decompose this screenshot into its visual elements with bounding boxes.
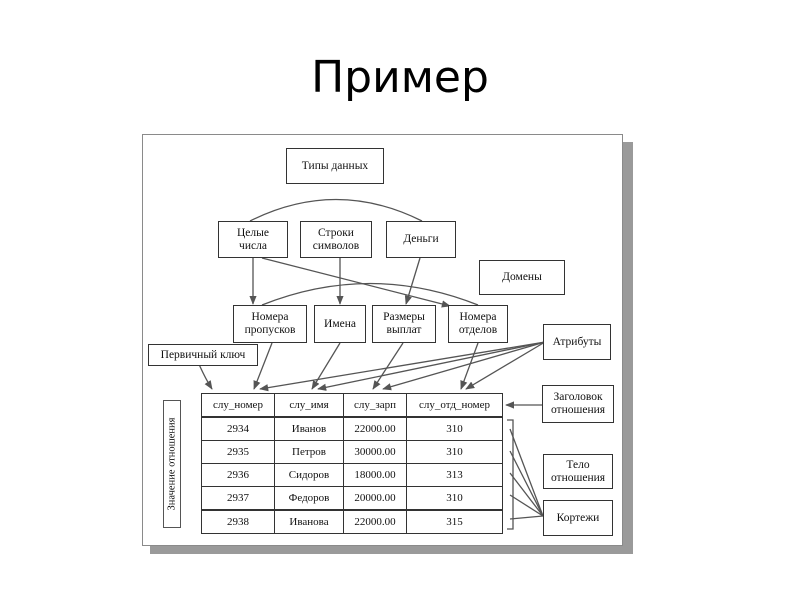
link-dept-col4 xyxy=(460,342,479,390)
relation-table: слу_номер слу_имя слу_зарп слу_отд_номер… xyxy=(201,393,503,534)
relation-value-text: Значение отношения xyxy=(166,417,178,511)
link-tuple-3 xyxy=(509,472,544,517)
node-body: Тело отношения xyxy=(543,454,613,489)
table-cell: Федоров xyxy=(274,486,344,511)
link-attr-4 xyxy=(465,341,546,390)
table-row: 2936 Сидоров 18000.00 313 xyxy=(201,463,503,487)
body-bracket xyxy=(507,419,514,530)
table-cell: 18000.00 xyxy=(343,463,407,487)
link-tuple-5 xyxy=(509,515,544,520)
table-cell: Сидоров xyxy=(274,463,344,487)
table-cell: 2934 xyxy=(201,416,275,441)
node-names: Имена xyxy=(314,305,366,343)
table-cell: 22000.00 xyxy=(343,509,407,534)
node-dept-numbers: Номера отделов xyxy=(448,305,508,343)
link-money-sal xyxy=(404,257,421,305)
node-attributes: Атрибуты xyxy=(543,324,611,360)
table-cell: 310 xyxy=(406,486,503,511)
table-cell: 310 xyxy=(406,440,503,464)
node-types: Типы данных xyxy=(286,148,384,184)
table-cell: Иванов xyxy=(274,416,344,441)
column-header: слу_имя xyxy=(274,393,344,418)
link-pk xyxy=(197,361,213,390)
link-tuple-4 xyxy=(509,494,544,517)
slide-title: Пример xyxy=(311,52,489,103)
column-header: слу_отд_номер xyxy=(406,393,503,418)
node-header: Заголовок отношения xyxy=(542,385,614,423)
table-row: 2937 Федоров 20000.00 310 xyxy=(201,486,503,511)
link-tuple-1 xyxy=(509,428,544,517)
table-row: 2938 Иванова 22000.00 315 xyxy=(201,509,503,534)
link-names-col2 xyxy=(311,342,341,390)
table-header-row: слу_номер слу_имя слу_зарп слу_отд_номер xyxy=(201,393,503,418)
table-cell: 313 xyxy=(406,463,503,487)
node-strings: Строки символов xyxy=(300,221,372,258)
table-cell: 2937 xyxy=(201,486,275,511)
table-cell: 310 xyxy=(406,416,503,441)
table-row: 2935 Петров 30000.00 310 xyxy=(201,440,503,464)
arc-types xyxy=(249,198,423,222)
table-cell: 2935 xyxy=(201,440,275,464)
relation-value-label: Значение отношения xyxy=(163,400,181,528)
node-integers: Целые числа xyxy=(218,221,288,258)
table-cell: 2938 xyxy=(201,509,275,534)
node-primary-key: Первичный ключ xyxy=(148,344,258,366)
link-sal-col3 xyxy=(372,342,404,390)
table-cell: 2936 xyxy=(201,463,275,487)
link-attr-1 xyxy=(259,341,546,392)
node-tuples: Кортежи xyxy=(543,500,613,536)
arc-domains xyxy=(261,282,479,306)
column-header: слу_зарп xyxy=(343,393,407,418)
table-cell: Иванова xyxy=(274,509,344,534)
table-cell: 30000.00 xyxy=(343,440,407,464)
column-header: слу_номер xyxy=(201,393,275,418)
link-int-dept xyxy=(261,257,451,308)
node-money: Деньги xyxy=(386,221,456,258)
table-row: 2934 Иванов 22000.00 310 xyxy=(201,416,503,441)
node-salaries: Размеры выплат xyxy=(372,305,436,343)
link-tuple-2 xyxy=(509,450,544,517)
table-cell: Петров xyxy=(274,440,344,464)
link-pass-col1 xyxy=(253,342,273,390)
table-cell: 22000.00 xyxy=(343,416,407,441)
link-attr-2 xyxy=(317,341,546,391)
link-attr-3 xyxy=(382,341,546,391)
table-cell: 20000.00 xyxy=(343,486,407,511)
node-domains: Домены xyxy=(479,260,565,295)
table-cell: 315 xyxy=(406,509,503,534)
node-pass-numbers: Номера пропусков xyxy=(233,305,307,343)
